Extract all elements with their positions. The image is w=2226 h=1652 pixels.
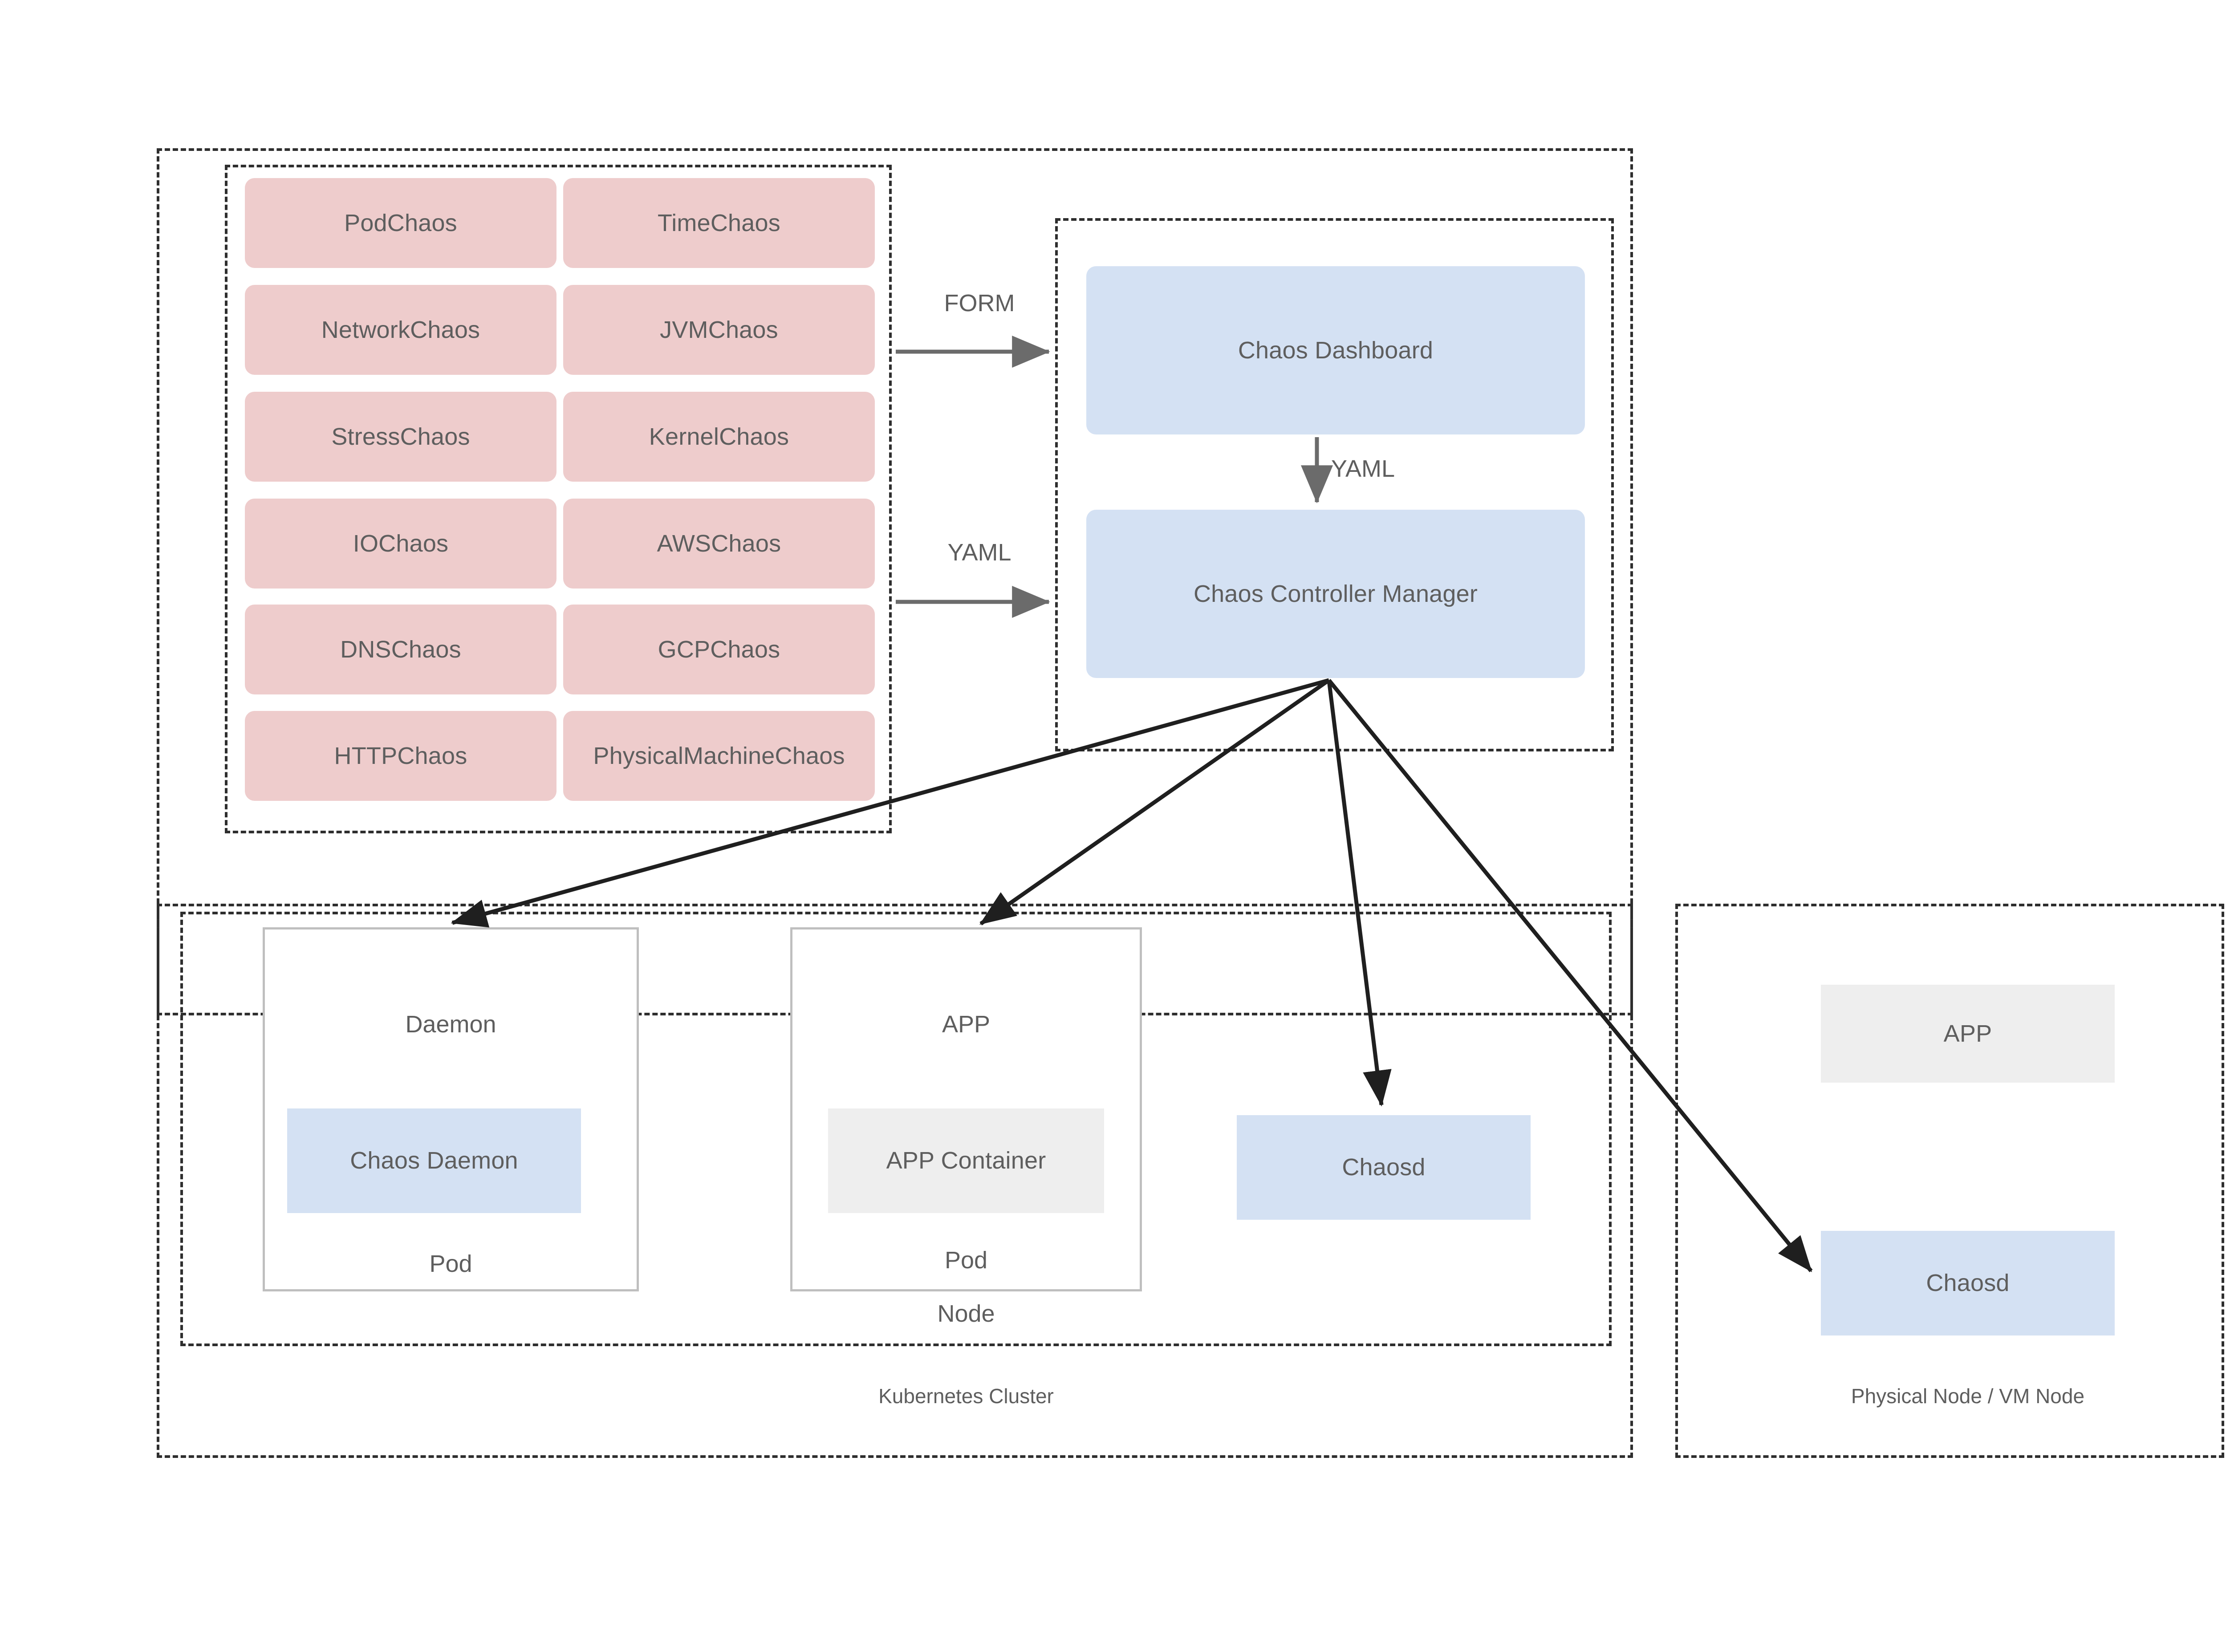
daemon-pod-footer: Pod [429, 1250, 472, 1277]
chaosd-cluster-label: Chaosd [1342, 1154, 1426, 1181]
chaos-dashboard-label: Chaos Dashboard [1238, 337, 1434, 364]
chaos-type-label: KernelChaos [649, 423, 789, 450]
chaos-type-chip[interactable]: TimeChaos [563, 178, 875, 268]
chaos-type-chip[interactable]: GCPChaos [563, 605, 875, 694]
chaos-type-chip[interactable]: PhysicalMachineChaos [563, 711, 875, 801]
kubernetes-cluster-label: Kubernetes Cluster [878, 1384, 1054, 1408]
chaos-type-chip[interactable]: KernelChaos [563, 392, 875, 482]
physical-chaosd-box[interactable]: Chaosd [1821, 1231, 2115, 1335]
chaos-type-chip[interactable]: NetworkChaos [245, 285, 556, 375]
chaos-controller-manager-box[interactable]: Chaos Controller Manager [1086, 510, 1585, 678]
chaos-dashboard-box[interactable]: Chaos Dashboard [1086, 266, 1585, 434]
chaos-type-chip[interactable]: DNSChaos [245, 605, 556, 694]
physical-chaosd-label: Chaosd [1926, 1270, 2010, 1297]
node-label: Node [937, 1300, 995, 1327]
chaosd-cluster-box[interactable]: Chaosd [1237, 1115, 1531, 1220]
physical-node-label: Physical Node / VM Node [1851, 1384, 2085, 1408]
chaos-type-label: PodChaos [344, 209, 457, 236]
chaos-type-label: TimeChaos [658, 209, 780, 236]
chaos-daemon-label: Chaos Daemon [350, 1147, 518, 1174]
physical-app-box[interactable]: APP [1821, 985, 2115, 1083]
chaos-type-label: JVMChaos [660, 316, 778, 343]
chaos-type-chip[interactable]: JVMChaos [563, 285, 875, 375]
chaos-type-chip[interactable]: StressChaos [245, 392, 556, 482]
chaos-type-label: IOChaos [353, 530, 449, 557]
form-edge-label: FORM [944, 290, 1015, 317]
chaos-type-label: PhysicalMachineChaos [593, 742, 845, 769]
daemon-pod-title: Daemon [405, 1011, 496, 1038]
app-pod-title: APP [942, 1011, 991, 1038]
chaos-daemon-container[interactable]: Chaos Daemon [287, 1108, 581, 1213]
chaos-type-chip[interactable]: HTTPChaos [245, 711, 556, 801]
app-container-label: APP Container [886, 1147, 1046, 1174]
chaos-type-label: GCPChaos [658, 636, 780, 663]
chaos-type-label: AWSChaos [657, 530, 781, 557]
yaml-edge-label-vertical: YAML [1331, 455, 1395, 482]
physical-app-label: APP [1943, 1020, 1992, 1047]
chaos-type-label: StressChaos [331, 423, 470, 450]
chaos-type-label: DNSChaos [340, 636, 461, 663]
chaos-type-label: NetworkChaos [321, 316, 480, 343]
chaos-controller-manager-label: Chaos Controller Manager [1193, 580, 1478, 607]
chaos-type-chip[interactable]: IOChaos [245, 499, 556, 589]
chaos-type-chip[interactable]: PodChaos [245, 178, 556, 268]
app-container-box[interactable]: APP Container [828, 1108, 1104, 1213]
chaos-type-chip[interactable]: AWSChaos [563, 499, 875, 589]
chaos-type-label: HTTPChaos [334, 742, 467, 769]
yaml-edge-label-left: YAML [947, 539, 1011, 566]
app-pod-footer: Pod [944, 1247, 988, 1274]
